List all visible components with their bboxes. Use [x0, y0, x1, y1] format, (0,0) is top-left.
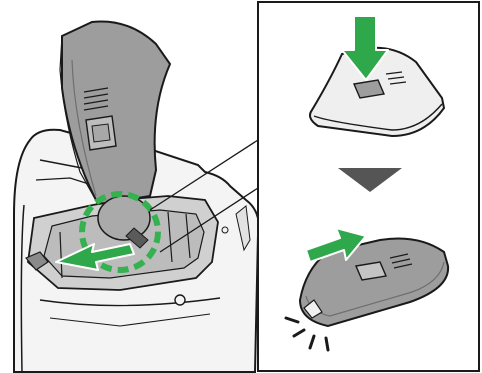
camera-body — [14, 21, 259, 372]
cover-release-button — [356, 262, 386, 280]
tripod-socket — [175, 295, 185, 305]
cover-release-button — [354, 80, 384, 98]
